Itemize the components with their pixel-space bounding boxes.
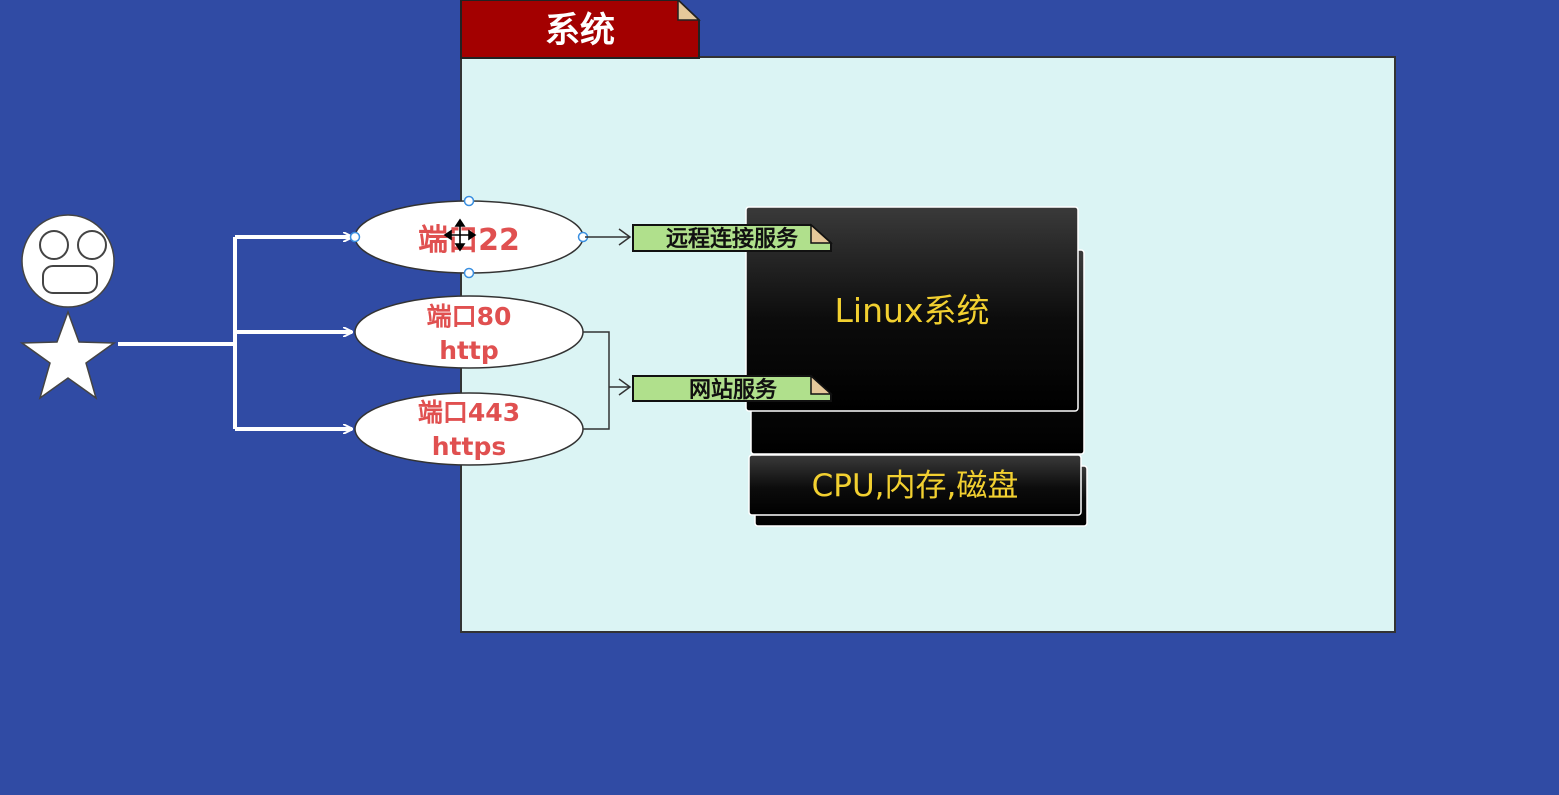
linux-system-label: Linux系统 — [835, 291, 990, 330]
port-443-label: 端口443 — [418, 398, 520, 427]
web-service-note[interactable]: 网站服务 — [632, 374, 833, 403]
port-80-protocol: http — [439, 336, 499, 365]
system-title-tab[interactable]: 系统 — [460, 0, 701, 59]
port-connectors — [583, 228, 632, 430]
selection-handles[interactable] — [349, 195, 589, 279]
actor-icon[interactable] — [19, 214, 117, 400]
port-80-label: 端口80 — [427, 302, 512, 331]
remote-service-label: 远程连接服务 — [666, 226, 799, 252]
hardware-label: CPU,内存,磁盘 — [812, 468, 1019, 504]
port-443-protocol: https — [432, 432, 506, 461]
arrowhead-remote — [618, 228, 632, 246]
remote-service-note[interactable]: 远程连接服务 — [632, 223, 833, 252]
port-22-label: 端口22 — [418, 223, 520, 258]
hardware-block[interactable]: CPU,内存,磁盘 — [748, 454, 1088, 527]
system-title: 系统 — [545, 11, 615, 51]
arrowhead-web — [618, 378, 632, 396]
port-443-ellipse[interactable]: 端口443 https — [354, 392, 584, 466]
actor-connectors — [118, 237, 352, 429]
port-80-ellipse[interactable]: 端口80 http — [354, 295, 584, 369]
linux-system-block[interactable]: Linux系统 — [745, 206, 1085, 455]
bracket-web — [583, 331, 610, 430]
web-service-label: 网站服务 — [689, 378, 778, 403]
move-cursor-icon — [443, 218, 477, 252]
